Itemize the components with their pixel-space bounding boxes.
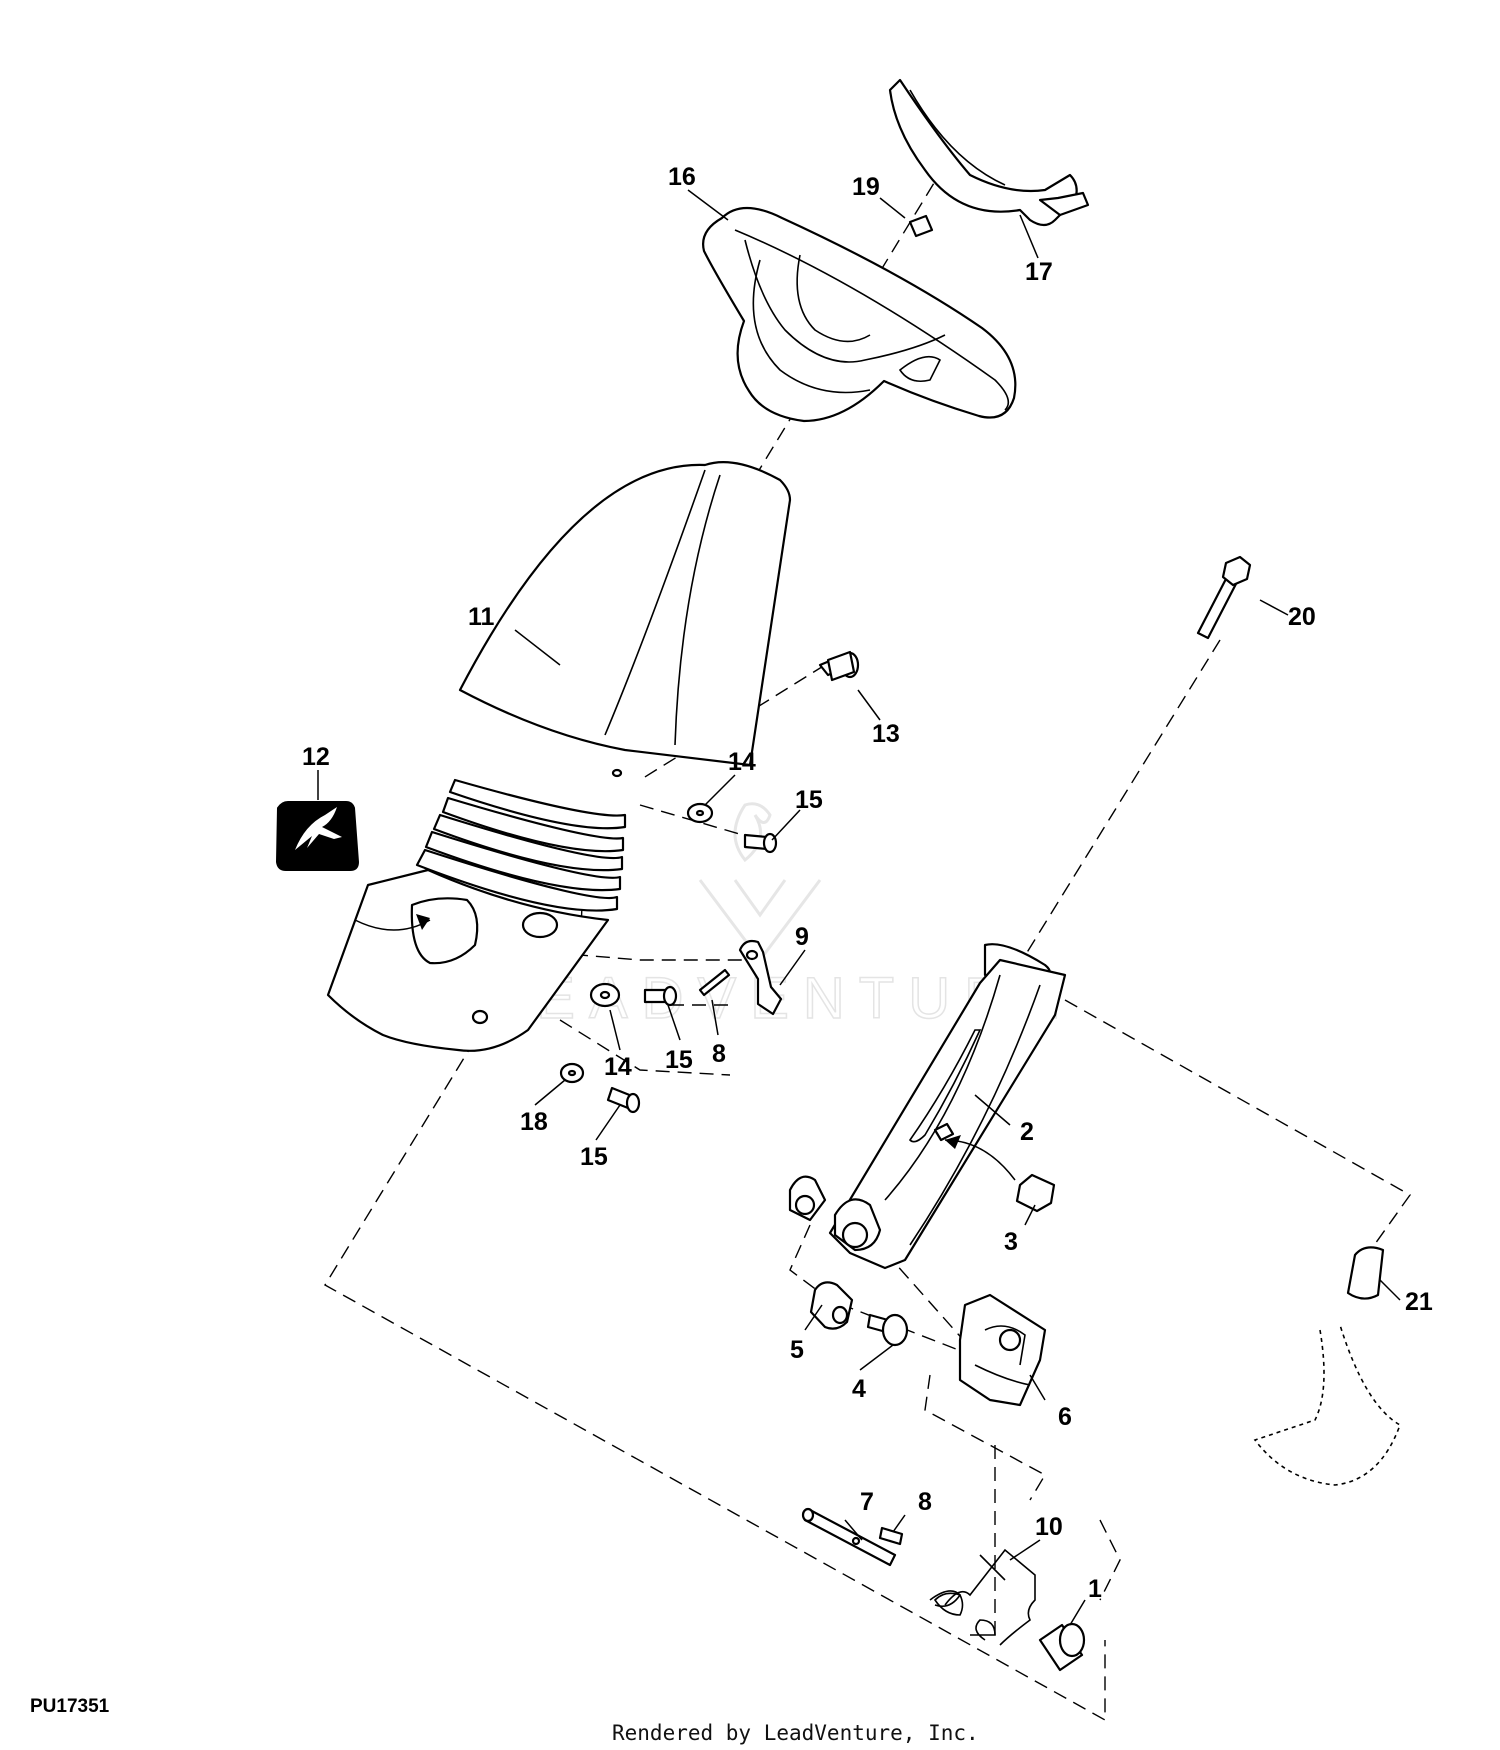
callout-19: 19 bbox=[852, 173, 880, 201]
callout-11: 11 bbox=[468, 603, 495, 631]
drawing-code: PU17351 bbox=[30, 1696, 110, 1717]
callouts: 16 19 17 11 20 13 12 14 15 9 14 15 8 18 … bbox=[302, 163, 1433, 1603]
callout-21: 21 bbox=[1405, 1288, 1433, 1316]
part-2-steering-column bbox=[788, 943, 1067, 1270]
callout-14-lower: 14 bbox=[604, 1053, 632, 1081]
callout-3: 3 bbox=[1004, 1228, 1018, 1256]
callout-15-middle: 15 bbox=[665, 1046, 693, 1074]
part-17-wheel-cap bbox=[888, 78, 1090, 227]
part-16-steering-wheel bbox=[702, 207, 1017, 423]
callout-18: 18 bbox=[520, 1108, 548, 1136]
callout-9: 9 bbox=[795, 923, 809, 951]
callout-8-upper: 8 bbox=[712, 1040, 726, 1068]
part-13-screw bbox=[818, 650, 860, 682]
part-19-pin bbox=[908, 214, 934, 238]
part-14-washer-lower bbox=[589, 982, 621, 1008]
part-1-bushing bbox=[1038, 1622, 1086, 1672]
callout-13: 13 bbox=[872, 720, 900, 748]
callout-15-upper: 15 bbox=[795, 786, 823, 814]
part-12-decal bbox=[275, 801, 431, 931]
leader-lines bbox=[317, 189, 1401, 1626]
part-11-column-cover bbox=[326, 461, 792, 1052]
part-15-screw-upper bbox=[743, 832, 778, 854]
part-9-lever bbox=[738, 939, 783, 1016]
callout-5: 5 bbox=[790, 1336, 804, 1364]
part-15-screw-middle bbox=[643, 985, 678, 1007]
callout-16: 16 bbox=[668, 163, 696, 191]
callout-6: 6 bbox=[1058, 1403, 1072, 1431]
callout-15-lower: 15 bbox=[580, 1143, 608, 1171]
part-6-bracket bbox=[958, 1293, 1047, 1407]
part-14-washer-upper bbox=[686, 802, 714, 824]
callout-1: 1 bbox=[1088, 1575, 1102, 1603]
callout-7: 7 bbox=[860, 1488, 874, 1516]
callout-14-upper: 14 bbox=[728, 748, 756, 776]
part-21-bushing bbox=[1253, 1246, 1401, 1486]
part-8-pin-upper bbox=[698, 968, 731, 997]
part-7-shaft bbox=[801, 1507, 897, 1567]
part-15-screw-lower bbox=[606, 1086, 641, 1114]
callout-4: 4 bbox=[852, 1375, 866, 1403]
part-18-washer bbox=[559, 1062, 585, 1084]
callout-2: 2 bbox=[1020, 1118, 1034, 1146]
render-credit: Rendered by LeadVenture, Inc. bbox=[612, 1721, 979, 1745]
callout-12: 12 bbox=[302, 743, 330, 771]
callout-17: 17 bbox=[1025, 258, 1053, 286]
part-8-pin-lower bbox=[878, 1526, 904, 1546]
part-3-nut bbox=[1015, 1173, 1056, 1213]
part-4-knob bbox=[866, 1313, 909, 1347]
part-5-bushing bbox=[809, 1281, 854, 1330]
callout-10: 10 bbox=[1035, 1513, 1063, 1541]
part-20-bolt bbox=[1196, 555, 1252, 640]
part-10-spring bbox=[929, 1548, 1036, 1646]
callout-20: 20 bbox=[1288, 603, 1316, 631]
callout-8-lower: 8 bbox=[918, 1488, 932, 1516]
